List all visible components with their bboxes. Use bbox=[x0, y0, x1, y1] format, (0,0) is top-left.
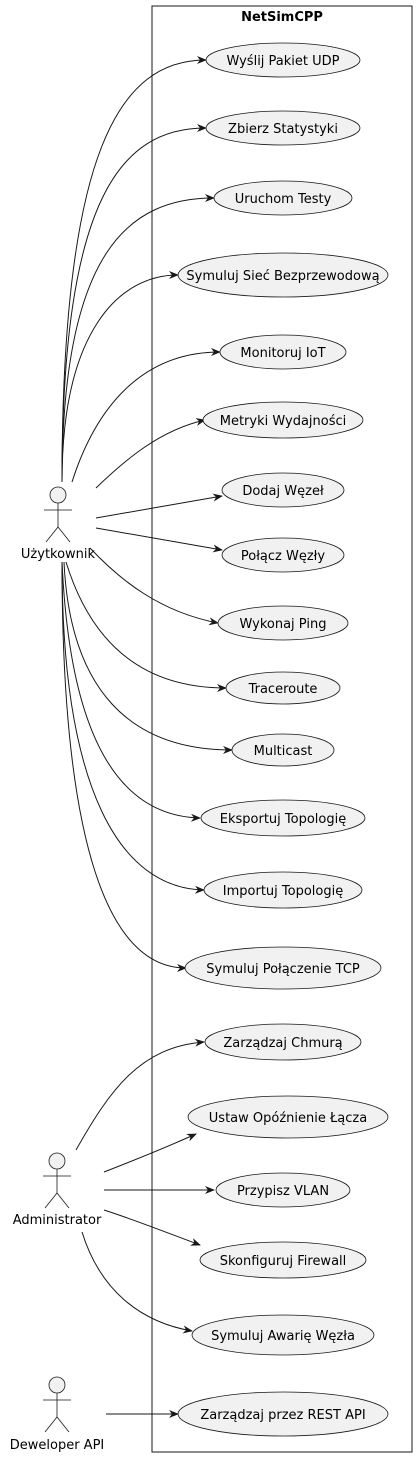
use-case-uc16[interactable]: Ustaw Opóźnienie Łącza bbox=[187, 1095, 389, 1139]
association-user-uc12 bbox=[61, 561, 201, 822]
use-case-uc8[interactable]: Połącz Węzły bbox=[221, 537, 345, 573]
association-user-uc4 bbox=[61, 271, 179, 483]
use-case-uc17[interactable]: Przypisz VLAN bbox=[215, 1172, 351, 1208]
association-user-uc13 bbox=[61, 561, 205, 894]
association-user-uc11 bbox=[63, 561, 233, 754]
actor-label: Użytkownik bbox=[21, 547, 96, 562]
association-user-uc1 bbox=[61, 56, 207, 483]
actor-user[interactable]: Użytkownik bbox=[21, 486, 96, 562]
association-user-uc10 bbox=[65, 561, 227, 692]
use-cases: Wyślij Pakiet UDP Zbierz Statystyki Uruc… bbox=[177, 42, 389, 1437]
use-case-uc12[interactable]: Eksportuj Topologię bbox=[200, 799, 366, 837]
use-case-uc6[interactable]: Metryki Wydajności bbox=[202, 401, 364, 439]
use-case-uc18[interactable]: Skonfiguruj Firewall bbox=[199, 1241, 367, 1279]
use-case-uc11[interactable]: Multicast bbox=[231, 733, 335, 767]
use-case-uc2[interactable]: Zbierz Statystyki bbox=[205, 110, 361, 146]
use-case-uc19[interactable]: Symuluj Awarię Węzła bbox=[191, 1314, 375, 1356]
system-box bbox=[151, 5, 413, 1453]
use-case-uc5[interactable]: Monitoruj IoT bbox=[219, 334, 347, 370]
association-user-uc8 bbox=[95, 527, 223, 553]
use-case-label: Symuluj Sieć Bezprzewodową bbox=[186, 269, 379, 284]
use-case-uc20[interactable]: Zarządzaj przez REST API bbox=[177, 1391, 389, 1437]
use-case-label: Zarządzaj Chmurą bbox=[223, 1036, 342, 1051]
association-user-uc5 bbox=[71, 348, 221, 483]
use-case-label: Skonfiguruj Firewall bbox=[220, 1254, 347, 1269]
use-case-uc15[interactable]: Zarządzaj Chmurą bbox=[204, 1023, 362, 1061]
use-case-label: Importuj Topologię bbox=[223, 884, 343, 899]
use-case-uc9[interactable]: Wykonaj Ping bbox=[217, 605, 349, 641]
actor-label: Administrator bbox=[13, 1213, 102, 1228]
association-user-uc3 bbox=[61, 194, 215, 483]
use-case-label: Zbierz Statystyki bbox=[228, 122, 338, 137]
use-case-label: Wyślij Pakiet UDP bbox=[226, 54, 339, 69]
system-title: NetSimCPP bbox=[241, 10, 323, 25]
use-case-uc14[interactable]: Symuluj Połączenie TCP bbox=[184, 946, 382, 990]
actor-admin[interactable]: Administrator bbox=[13, 1152, 102, 1228]
use-case-uc10[interactable]: Traceroute bbox=[225, 671, 341, 705]
use-case-label: Ustaw Opóźnienie Łącza bbox=[209, 1111, 367, 1126]
use-case-uc7[interactable]: Dodaj Węzeł bbox=[221, 472, 345, 508]
use-case-label: Eksportuj Topologię bbox=[220, 812, 346, 827]
use-case-label: Uruchom Testy bbox=[235, 192, 332, 207]
association-admin-uc18 bbox=[103, 1209, 201, 1246]
actor-head-icon bbox=[48, 1376, 66, 1394]
association-admin-uc16 bbox=[103, 1133, 197, 1173]
actor-label: Deweloper API bbox=[10, 1438, 105, 1453]
association-admin-uc19 bbox=[81, 1231, 193, 1334]
actor-dev[interactable]: Deweloper API bbox=[10, 1376, 105, 1453]
use-case-label: Połącz Węzły bbox=[241, 549, 325, 564]
association-user-uc2 bbox=[61, 124, 207, 483]
association-user-uc9 bbox=[89, 547, 219, 626]
actor-head-icon bbox=[48, 1152, 66, 1170]
use-case-label: Symuluj Połączenie TCP bbox=[206, 962, 360, 977]
use-case-uc3[interactable]: Uruchom Testy bbox=[213, 180, 353, 216]
use-case-label: Traceroute bbox=[248, 682, 318, 697]
use-case-uc1[interactable]: Wyślij Pakiet UDP bbox=[205, 42, 361, 78]
association-admin-uc15 bbox=[75, 1038, 205, 1151]
associations bbox=[61, 56, 233, 1418]
use-case-label: Monitoruj IoT bbox=[240, 346, 325, 361]
association-user-uc7 bbox=[95, 493, 223, 519]
use-case-label: Dodaj Węzeł bbox=[242, 484, 324, 499]
use-case-label: Metryki Wydajności bbox=[220, 414, 347, 429]
use-case-label: Wykonaj Ping bbox=[240, 617, 327, 632]
use-case-uc13[interactable]: Importuj Topologię bbox=[203, 871, 363, 909]
association-user-uc6 bbox=[95, 418, 206, 489]
use-case-label: Symuluj Awarię Węzła bbox=[211, 1329, 355, 1344]
use-case-label: Multicast bbox=[254, 744, 313, 759]
actor-head-icon bbox=[49, 486, 67, 504]
association-user-uc14 bbox=[61, 561, 187, 972]
use-case-uc4[interactable]: Symuluj Sieć Bezprzewodową bbox=[177, 252, 389, 298]
system-boundary: NetSimCPP bbox=[151, 5, 413, 1453]
use-case-label: Zarządzaj przez REST API bbox=[200, 1408, 365, 1423]
use-case-label: Przypisz VLAN bbox=[237, 1184, 329, 1199]
